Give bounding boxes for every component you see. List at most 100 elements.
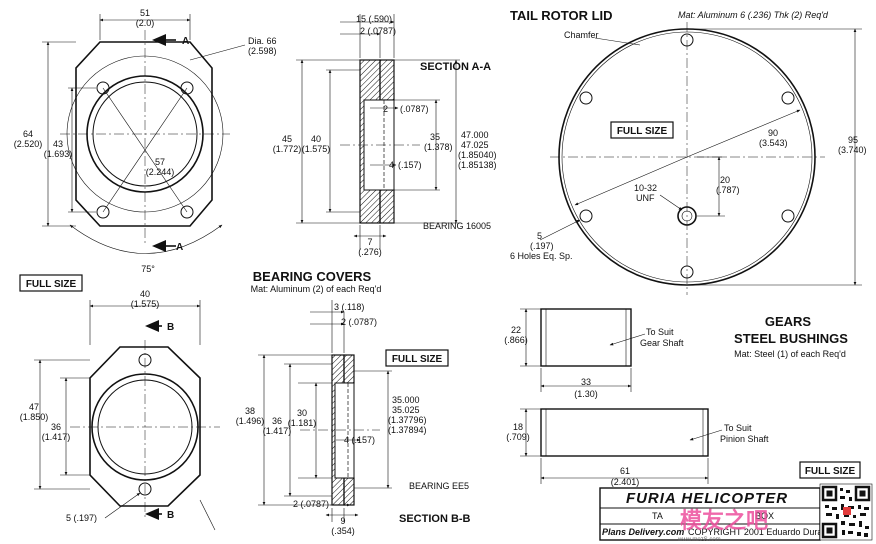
section-mark-b-bottom: B [167,510,174,521]
section-aa-d4-in: (.157) [398,160,422,170]
lid-chamfer-label: Chamfer [564,30,599,40]
section-bb-d2: 2 (.0787) [341,317,377,327]
section-bb-title: SECTION B-B [399,513,471,525]
qr-code[interactable] [819,483,873,541]
title-brand: FURIA HELICOPTER [626,490,788,507]
lid-hole-1 [680,33,694,47]
gears-mat: Mat: Steel (1) of each Req'd [734,349,846,359]
section-bb-bearing: BEARING EE5 [409,481,469,491]
lid-hole-3 [781,209,795,223]
top-cover-view: 51 (2.0) Dia. 66 (2.598) 64 (2.520) 43 (… [14,8,277,274]
top-cover-hole-2 [180,81,194,95]
section-aa-d2: 2 (.0787) [360,26,396,36]
section-aa-d45-in: (1.772) [273,144,302,154]
top-cover-bore-in: (2.244) [146,167,175,177]
lid-thread: 10-32 [634,183,657,193]
full-size-label-2: FULL SIZE [392,354,443,365]
section-aa-d47b: 47.025 [461,140,489,150]
section-aa-d45: 45 [282,134,292,144]
section-bb-d2bot: 2 (.0787) [293,499,329,509]
pinion-d18-in: (.709) [506,432,530,442]
lid-d90: 90 [768,128,778,138]
section-aa-d35: 35 [430,132,440,142]
bottom-cover-h36: 36 [51,422,61,432]
top-cover-hole-1 [96,81,110,95]
section-mark-a-top: A [182,36,189,47]
tail-rotor-lid-view: TAIL ROTOR LID Mat: Aluminum 6 (.236) Th… [510,8,867,295]
pinion-note1: To Suit [724,423,752,433]
full-size-label-3: FULL SIZE [805,466,856,477]
bottom-cover-outline [89,346,201,507]
top-cover-bore-mm: 57 [155,157,165,167]
gears-bushings-view: GEARS STEEL BUSHINGS Mat: Steel (1) of e… [504,308,848,487]
pinion-bushing [540,408,709,457]
section-aa-d35-in: (1.378) [424,142,453,152]
section-aa-d40: 40 [311,134,321,144]
section-bb-d30: 30 [297,408,307,418]
bottom-cover-h36-in: (1.417) [42,432,71,442]
title-block: FURIA HELICOPTER TA BOX Plans Delivery.c… [599,487,832,541]
section-bb-d36-in: (1.417) [263,426,292,436]
lid-d20: 20 [720,175,730,185]
section-aa-view: 15 (.590) 2 (.0787) SECTION A-A 2 (.0787… [273,14,497,257]
title-copyright: COPYRIGHT 2001 Eduardo Durand [688,527,832,537]
top-cover-hole-3 [96,205,110,219]
top-cover-inner-mm: 43 [53,139,63,149]
top-cover-dia-label: Dia. 66 [248,36,277,46]
gear-d22-in: (.866) [504,335,528,345]
section-aa-d15: 15 (.590) [356,14,392,24]
section-mark-b-top: B [167,322,174,333]
title-sub-right: BOX [755,511,774,521]
section-aa-d47d: (1.85138) [458,160,497,170]
pinion-d61-in: (2.401) [611,477,640,487]
top-cover-dia-in: (2.598) [248,46,277,56]
section-aa-d2b-in: (.0787) [400,104,429,114]
section-bb-d9: 9 [340,516,345,526]
lid-d20-in: (.787) [716,185,740,195]
gear-d33: 33 [581,377,591,387]
gears-title2: STEEL BUSHINGS [734,331,848,346]
pinion-note2: Pinion Shaft [720,434,769,444]
gears-title1: GEARS [765,314,812,329]
section-bb-d3: 3 (.118) [334,302,364,312]
section-bb-d30-in: (1.181) [288,418,317,428]
gear-d33-in: (1.30) [574,389,598,399]
section-aa-d2b: 2 [383,104,388,114]
lid-thread2: UNF [636,193,655,203]
section-aa-d40-in: (1.575) [302,144,331,154]
section-bb-d38: 38 [245,406,255,416]
lid-threaded-hole [677,206,697,226]
gear-note2: Gear Shaft [640,338,684,348]
lid-holes-in: (.197) [530,241,554,251]
section-aa-title: SECTION A-A [420,61,491,73]
top-cover-width-in: (2.0) [136,18,155,28]
section-aa-d47c: (1.85040) [458,150,497,160]
top-cover-angle: 75° [141,264,155,274]
bottom-cover-hole-bottom [138,482,152,496]
top-cover-width-mm: 51 [140,8,150,18]
section-aa-d47a: 47.000 [461,130,489,140]
title-plans: Plans Delivery.com [602,527,684,537]
section-aa-d4: 4 [389,160,394,170]
tail-rotor-lid-title: TAIL ROTOR LID [510,8,613,23]
section-bb-d35d: (1.37894) [388,425,427,435]
lid-hole-6 [579,91,593,105]
bottom-cover-h47: 47 [29,402,39,412]
pinion-d18: 18 [513,422,523,432]
full-size-box-1 [19,274,83,292]
lid-hole-5 [579,209,593,223]
lid-hole-2 [781,91,795,105]
bearing-covers-title: BEARING COVERS [253,269,372,284]
bottom-cover-h47-in: (1.850) [20,412,49,422]
bottom-cover-hole-label: 5 (.197) [66,513,97,523]
tail-rotor-lid-mat: Mat: Aluminum 6 (.236) Thk (2) Req'd [678,10,829,20]
section-bb-d35b: 35.025 [392,405,420,415]
bottom-cover-view: 40 (1.575) 47 (1.850) 36 (1.417) 5 (.197… [20,289,220,531]
bearing-covers-mat: Mat: Aluminum (2) of each Req'd [251,284,382,294]
full-size-label-lid: FULL SIZE [617,126,668,137]
section-bb-d38-in: (1.496) [236,416,265,426]
section-bb-view: 3 (.118) 2 (.0787) 38 (1.496) 36 (1.417)… [236,300,471,536]
bottom-cover-width-mm: 40 [140,289,150,299]
watermark: 模友之吧 www.mozS.com [677,508,768,543]
